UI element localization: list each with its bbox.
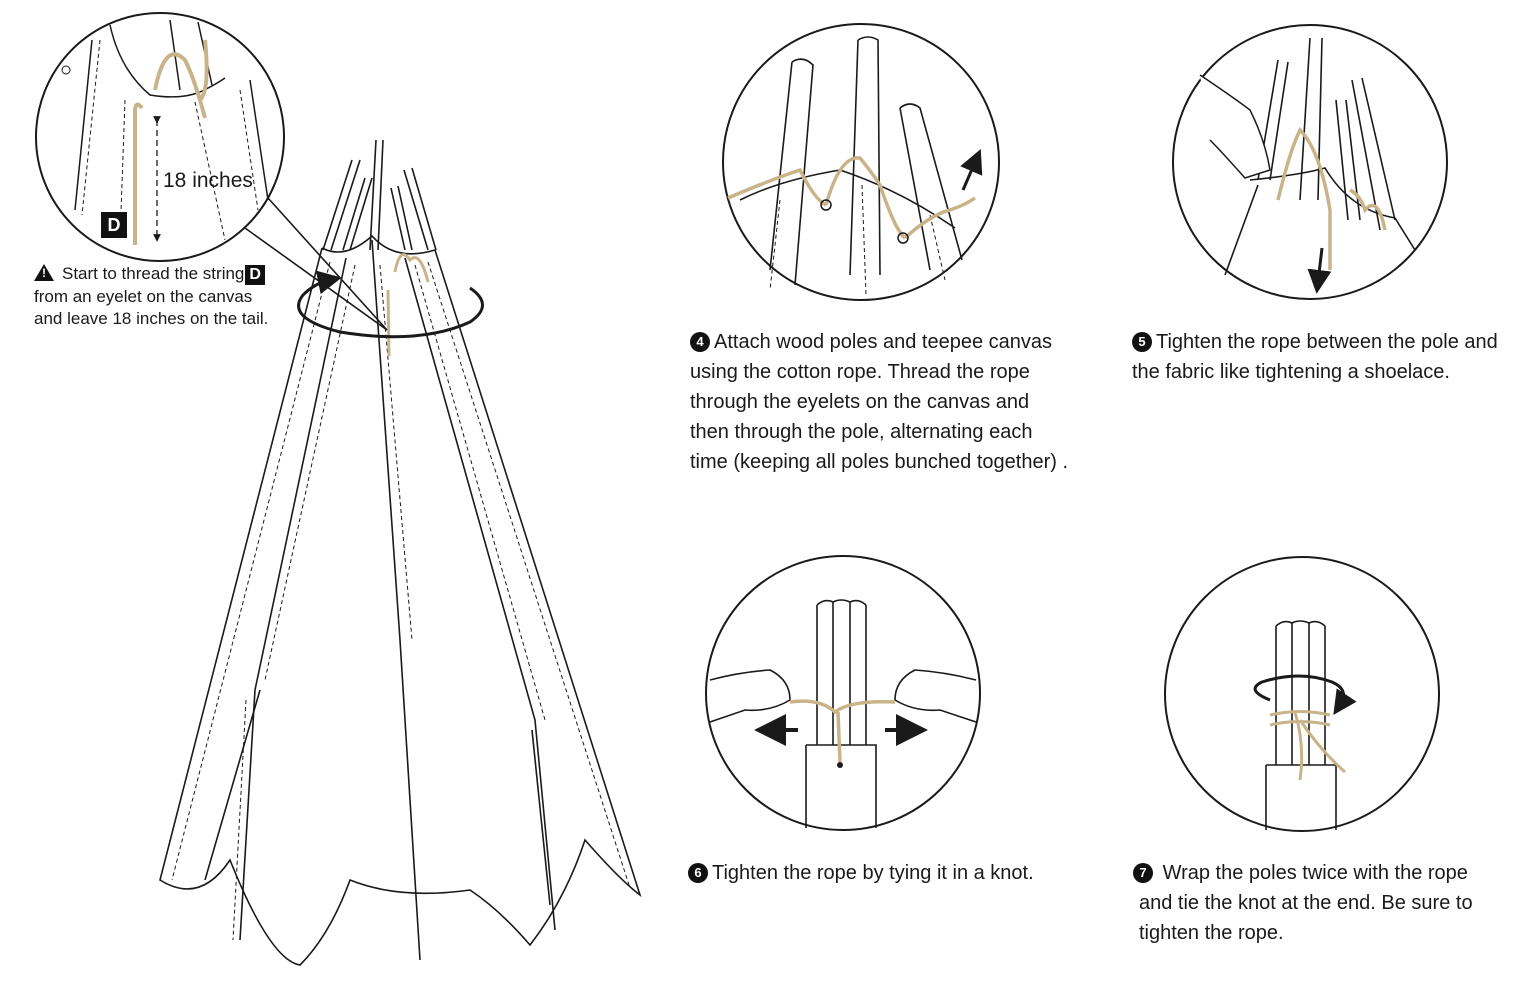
teepee-illustration: [159, 139, 642, 966]
step-number-badge: 7: [1133, 863, 1153, 883]
step-6-illustration: [705, 555, 981, 831]
warning-icon: [34, 264, 54, 281]
step-number-badge: 5: [1132, 332, 1152, 352]
step-5-illustration: [1172, 24, 1448, 300]
part-tag: D: [245, 265, 265, 285]
rope-illustration: [386, 253, 430, 357]
part-label-d: D: [101, 212, 127, 238]
rotate-arrow-icon: [1253, 674, 1357, 715]
step-7-illustration: [1164, 556, 1440, 832]
step-number-badge: 4: [690, 332, 710, 352]
detail-circle-thread: [35, 12, 388, 331]
step-7-text: 7 Wrap the poles twice with the rope and…: [1133, 858, 1473, 948]
rotate-arrow-icon: [297, 270, 484, 339]
step-number-badge: 6: [688, 863, 708, 883]
step-4-illustration: [722, 23, 1000, 301]
dimension-label: 18 inches: [163, 169, 253, 192]
